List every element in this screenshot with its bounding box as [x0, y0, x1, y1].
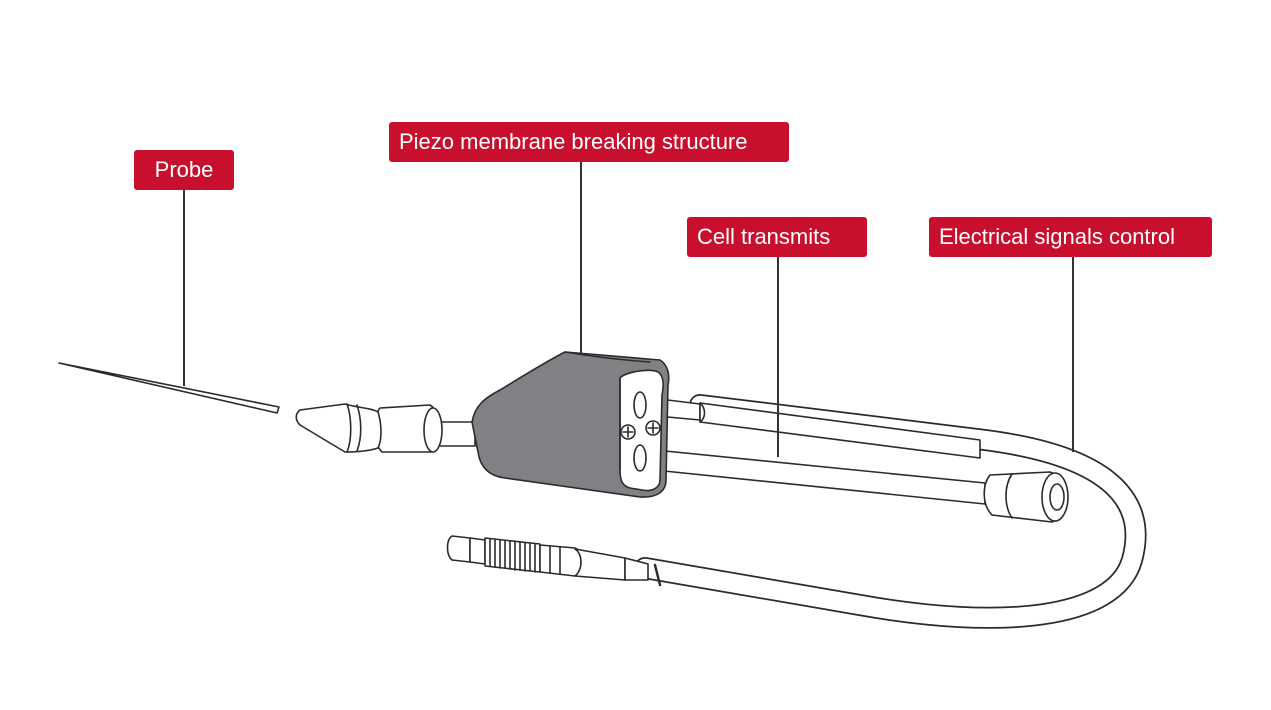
signal-cable: [634, 394, 1147, 629]
probe-needle: [58, 362, 280, 414]
front-nozzle: [295, 403, 476, 453]
piezo-label: Piezo membrane breaking structure: [389, 122, 789, 162]
bnc-connector: [446, 535, 649, 581]
lower-tube: [634, 447, 986, 505]
piezo-body: [471, 351, 670, 498]
tube-ends: [633, 391, 647, 472]
probe-leader-line: [183, 190, 185, 386]
cell-transmits-label: Cell transmits: [687, 217, 867, 257]
end-cap: [983, 471, 1069, 523]
probe-label: Probe: [134, 150, 234, 190]
electrical-signals-label: Electrical signals control: [929, 217, 1212, 257]
piezo-leader-line: [580, 162, 582, 354]
screw-icon: [620, 420, 661, 440]
electrical-leader-line: [1072, 257, 1074, 452]
cell-leader-line: [777, 257, 779, 457]
